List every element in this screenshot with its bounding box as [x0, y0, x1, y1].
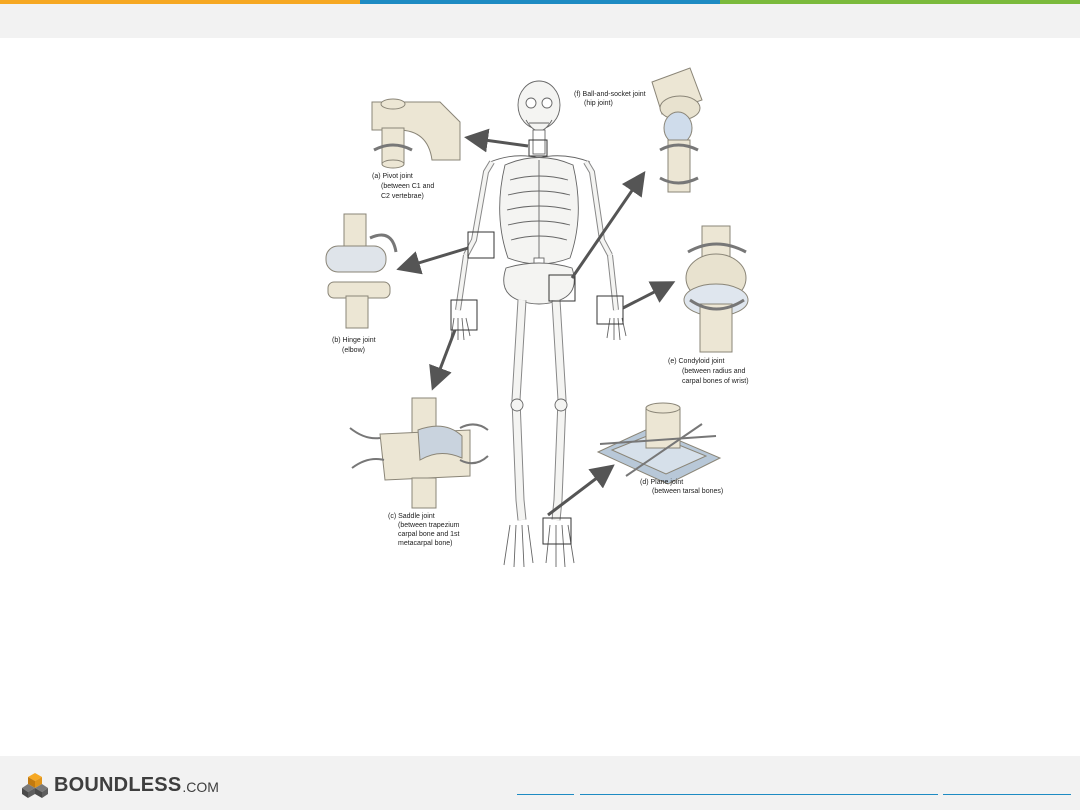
- label-condyloid-joint: (e) Condyloid joint (between radius and …: [668, 358, 749, 385]
- label-pivot-joint: (a) Pivot joint (between C1 and C2 verte…: [372, 173, 434, 200]
- label-ball-line-2: (hip joint): [584, 100, 613, 107]
- ball-socket-joint-model: [651, 67, 703, 193]
- brand-logo[interactable]: BOUNDLESS.COM: [22, 770, 219, 800]
- condyloid-joint-model: [683, 225, 749, 353]
- label-saddle-line-4: metacarpal bone): [398, 540, 452, 547]
- saddle-joint-model: [349, 397, 489, 509]
- footer-link-line-3[interactable]: [943, 794, 1071, 795]
- pointer-arrows: [396, 128, 676, 517]
- accent-stripe-orange: [0, 0, 360, 4]
- label-condyloid-line-2: (between radius and: [682, 368, 746, 375]
- accent-stripe-green: [720, 0, 1080, 4]
- accent-stripe-blue: [360, 0, 720, 4]
- label-saddle-line-1: (c) Saddle joint: [388, 513, 435, 520]
- footer-link-line-2[interactable]: [580, 794, 938, 795]
- label-pivot-line-2: (between C1 and: [381, 183, 434, 190]
- label-saddle-line-2: (between trapezium: [398, 522, 460, 529]
- label-ball-socket-joint: (f) Ball-and-socket joint (hip joint): [574, 91, 646, 107]
- joint-highlight-boxes: [450, 139, 624, 545]
- brand-name: BOUNDLESS: [54, 773, 182, 796]
- label-condyloid-line-1: (e) Condyloid joint: [668, 358, 724, 365]
- label-plane-line-1: (d) Plane joint: [640, 479, 683, 486]
- pivot-joint-model: [371, 98, 461, 169]
- plane-joint-model: [596, 402, 722, 485]
- label-hinge-line-2: (elbow): [342, 347, 365, 354]
- label-hinge-line-1: (b) Hinge joint: [332, 337, 376, 344]
- footer-bar: [0, 756, 1080, 810]
- skeleton-figure: [450, 80, 627, 568]
- top-bar: [0, 0, 1080, 38]
- label-pivot-line-1: (a) Pivot joint: [372, 173, 413, 180]
- brand-suffix: .COM: [182, 779, 219, 795]
- label-plane-line-2: (between tarsal bones): [652, 488, 723, 495]
- label-ball-line-1: (f) Ball-and-socket joint: [574, 91, 646, 98]
- label-saddle-line-3: carpal bone and 1st: [398, 531, 460, 538]
- label-pivot-line-3: C2 vertebrae): [381, 193, 424, 200]
- label-saddle-joint: (c) Saddle joint (between trapezium carp…: [388, 513, 460, 547]
- label-hinge-joint: (b) Hinge joint (elbow): [332, 337, 376, 354]
- label-condyloid-line-3: carpal bones of wrist): [682, 378, 749, 385]
- label-plane-joint: (d) Plane joint (between tarsal bones): [640, 479, 723, 495]
- footer-link-line-1[interactable]: [517, 794, 574, 795]
- stacked-cubes-icon: [22, 773, 48, 798]
- hinge-joint-model: [325, 213, 398, 329]
- synovial-joints-diagram: (a) Pivot joint (between C1 and C2 verte…: [325, 67, 749, 568]
